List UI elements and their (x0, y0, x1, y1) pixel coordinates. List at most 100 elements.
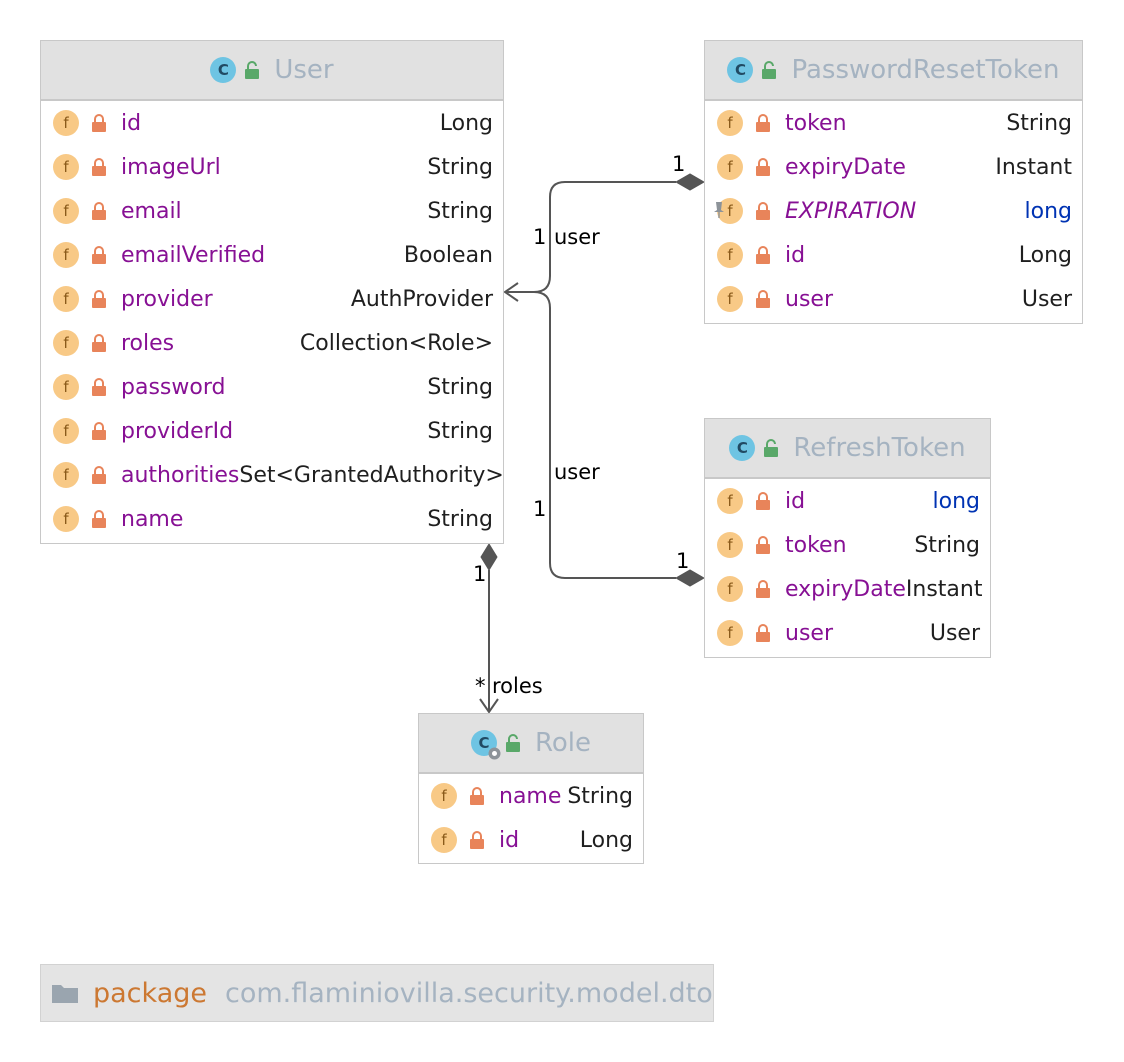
composition-diamond-prt (674, 173, 706, 191)
field-name: provider (121, 286, 213, 312)
field-icon: f (53, 462, 79, 488)
field-icon: f (717, 242, 743, 268)
folder-icon (52, 985, 78, 1003)
private-lock-icon (755, 202, 771, 220)
field-name: providerId (121, 418, 234, 444)
field-row[interactable]: f user User (705, 277, 1082, 321)
public-visibility-icon (761, 61, 777, 79)
private-lock-icon (91, 422, 107, 440)
private-lock-icon (91, 246, 107, 264)
private-lock-icon (755, 158, 771, 176)
class-name: RefreshToken (793, 433, 966, 463)
field-name: id (499, 827, 520, 853)
field-type: String (1006, 110, 1072, 136)
edge-prt-user (505, 181, 676, 293)
field-name: token (785, 532, 847, 558)
field-type: User (1021, 286, 1072, 312)
field-name: emailVerified (121, 242, 266, 268)
field-name: name (121, 506, 184, 532)
field-icon: f (53, 418, 79, 444)
user-roles-target-multiplicity: * (475, 674, 486, 698)
class-icon: C (727, 57, 754, 83)
field-name: email (121, 198, 182, 224)
static-field-icon: f (714, 198, 743, 224)
field-name: expiryDate (785, 576, 906, 602)
field-type: Instant (995, 154, 1072, 180)
field-row[interactable]: f providerId String (41, 409, 503, 453)
private-lock-icon (469, 831, 485, 849)
field-icon: f (717, 110, 743, 136)
private-lock-icon (755, 290, 771, 308)
rt-user-role-label: user (554, 460, 600, 484)
edge-rt-user (533, 291, 676, 579)
composition-diamond-rt (674, 569, 706, 587)
field-name: id (121, 110, 142, 136)
field-name: user (785, 620, 833, 646)
field-icon: f (717, 286, 743, 312)
field-name: user (785, 286, 833, 312)
class-header: C PasswordResetToken (705, 41, 1082, 101)
field-type: Collection<Role> (299, 330, 493, 356)
field-name: roles (121, 330, 175, 356)
arrow-user-head (503, 282, 519, 302)
field-icon: f (53, 374, 79, 400)
class-name: User (274, 55, 334, 85)
field-type: String (427, 506, 493, 532)
field-type: String (567, 783, 633, 809)
private-lock-icon (755, 580, 771, 598)
field-name: imageUrl (121, 154, 221, 180)
field-type: Long (439, 110, 493, 136)
field-icon: f (717, 154, 743, 180)
field-row[interactable]: f id Long (705, 233, 1082, 277)
field-type: Boolean (403, 242, 493, 268)
field-name: authorities (121, 462, 240, 488)
field-icon: f (431, 783, 457, 809)
field-type: AuthProvider (350, 286, 493, 312)
package-bar: package com.flaminiovilla.security.model… (40, 964, 714, 1022)
private-lock-icon (755, 492, 771, 510)
field-type: Long (1018, 242, 1072, 268)
field-name: password (121, 374, 226, 400)
field-name: id (785, 242, 806, 268)
field-type: Set<GrantedAuthority> (239, 462, 504, 488)
composition-diamond-user (480, 543, 498, 571)
private-lock-icon (755, 536, 771, 554)
field-type: String (914, 532, 980, 558)
field-icon: f (717, 488, 743, 514)
field-icon: f (431, 827, 457, 853)
class-name: Role (534, 728, 592, 758)
arrow-roles-head (479, 698, 499, 714)
field-type: String (427, 418, 493, 444)
class-name: PasswordResetToken (791, 55, 1060, 85)
prt-user-owner-multiplicity: 1 (672, 152, 686, 176)
private-lock-icon (91, 334, 107, 352)
user-roles-role-label: roles (492, 674, 543, 698)
field-type: String (427, 154, 493, 180)
private-lock-icon (91, 158, 107, 176)
private-lock-icon (91, 466, 107, 484)
